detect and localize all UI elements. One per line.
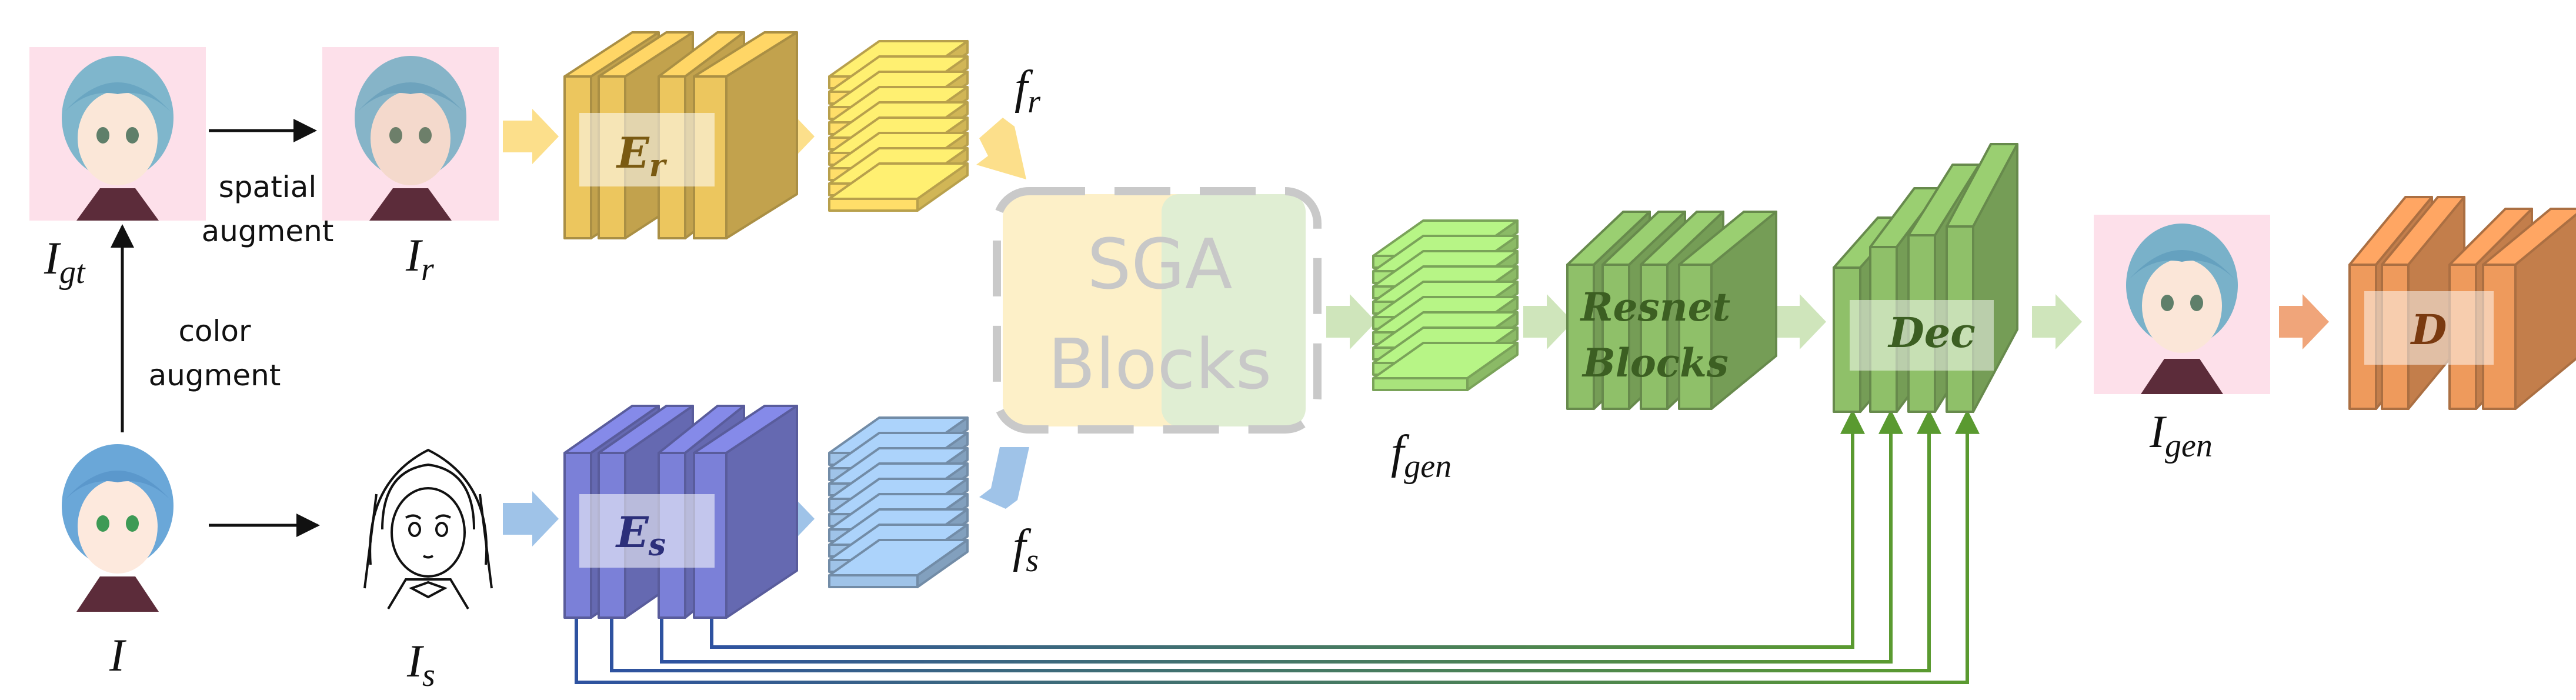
sketch-feature-stack xyxy=(828,416,969,588)
color-augment-label-line2: augment xyxy=(149,358,281,392)
ref-encoder-label-bg xyxy=(579,113,715,186)
line-sketch-icon xyxy=(363,448,493,610)
resnet-label-line2: Blocks xyxy=(1581,340,1729,386)
sketch-to-sga-arrow xyxy=(979,447,1029,509)
ground-truth-label: Igt xyxy=(44,232,86,291)
disc-slab-4-top xyxy=(2482,208,2576,266)
resnet-slab-4-side xyxy=(1710,211,1777,410)
ref-input-arrow xyxy=(503,109,559,164)
sga-label-line1: SGA xyxy=(1087,224,1232,305)
sga-right-panel xyxy=(1162,194,1306,426)
sketch-feature-label: fs xyxy=(1013,521,1039,579)
feat-sketch-sheet-9-front xyxy=(828,574,919,588)
decoder-block xyxy=(1833,143,2018,413)
skip-connections xyxy=(575,409,1980,684)
resnet-label-line1: Resnet xyxy=(1580,284,1730,330)
anime-girl-portrait-icon xyxy=(62,56,173,221)
feat-sketch-sheet-9-side xyxy=(916,539,969,588)
sga-label-line2: Blocks xyxy=(1048,324,1272,405)
discriminator-label-bg xyxy=(2364,291,2494,365)
sketch-input-arrow xyxy=(503,491,559,546)
sga-dashed-border xyxy=(993,187,1322,434)
anime-girl-portrait-icon xyxy=(355,56,466,221)
reference-label: Ir xyxy=(405,229,434,288)
ground-truth-image xyxy=(29,47,206,221)
feat-gen-sheet-9-front xyxy=(1372,377,1469,391)
sketch-encoder-label-bg xyxy=(579,494,715,568)
sga-blocks: SGA Blocks xyxy=(993,187,1322,434)
resnet-output-arrow xyxy=(1776,294,1826,349)
discriminator-input-arrow xyxy=(2279,294,2329,349)
input-image xyxy=(29,435,206,612)
anime-girl-portrait-icon xyxy=(2126,224,2238,394)
reference-image xyxy=(322,47,499,221)
anime-girl-portrait-icon xyxy=(62,444,173,612)
reference-feature-stack xyxy=(828,40,969,212)
generated-feature-stack xyxy=(1372,219,1519,391)
sga-output-arrow xyxy=(1326,294,1376,349)
ref-encoder-label: Er xyxy=(616,128,668,184)
feat-gen-sheet-9-side xyxy=(1466,342,1519,391)
resnet-blocks xyxy=(1566,211,1777,410)
sketch-image xyxy=(340,432,516,612)
sketch-encoder-slab-4-side xyxy=(725,405,798,619)
sketch-label: Is xyxy=(406,635,435,694)
discriminator-label: D xyxy=(2410,305,2447,354)
color-augment-label-line1: color xyxy=(178,314,251,348)
generated-image xyxy=(2094,215,2270,394)
ref-to-sga-arrow xyxy=(976,118,1026,179)
gen-feature-label: fgen xyxy=(1391,426,1451,485)
ref-feature-label: fr xyxy=(1015,62,1040,120)
input-label: I xyxy=(109,629,127,681)
decoder-output-arrow xyxy=(2032,294,2082,349)
decoder-label-bg xyxy=(1850,300,1994,371)
sketch-encoder-label: Es xyxy=(615,507,666,563)
disc-slab-4-side xyxy=(2514,213,2576,410)
feat-ref-sheet-9-side xyxy=(916,162,969,212)
feat-ref-sheet-9-front xyxy=(828,198,919,212)
generated-label: Igen xyxy=(2149,406,2213,464)
gen-feature-arrow xyxy=(1523,294,1573,349)
spatial-augment-label-line2: augment xyxy=(202,214,334,248)
ref-encoder-slab-4-side xyxy=(725,31,798,239)
decoder-label: Dec xyxy=(1887,308,1976,357)
spatial-augment-label-line1: spatial xyxy=(219,170,316,204)
